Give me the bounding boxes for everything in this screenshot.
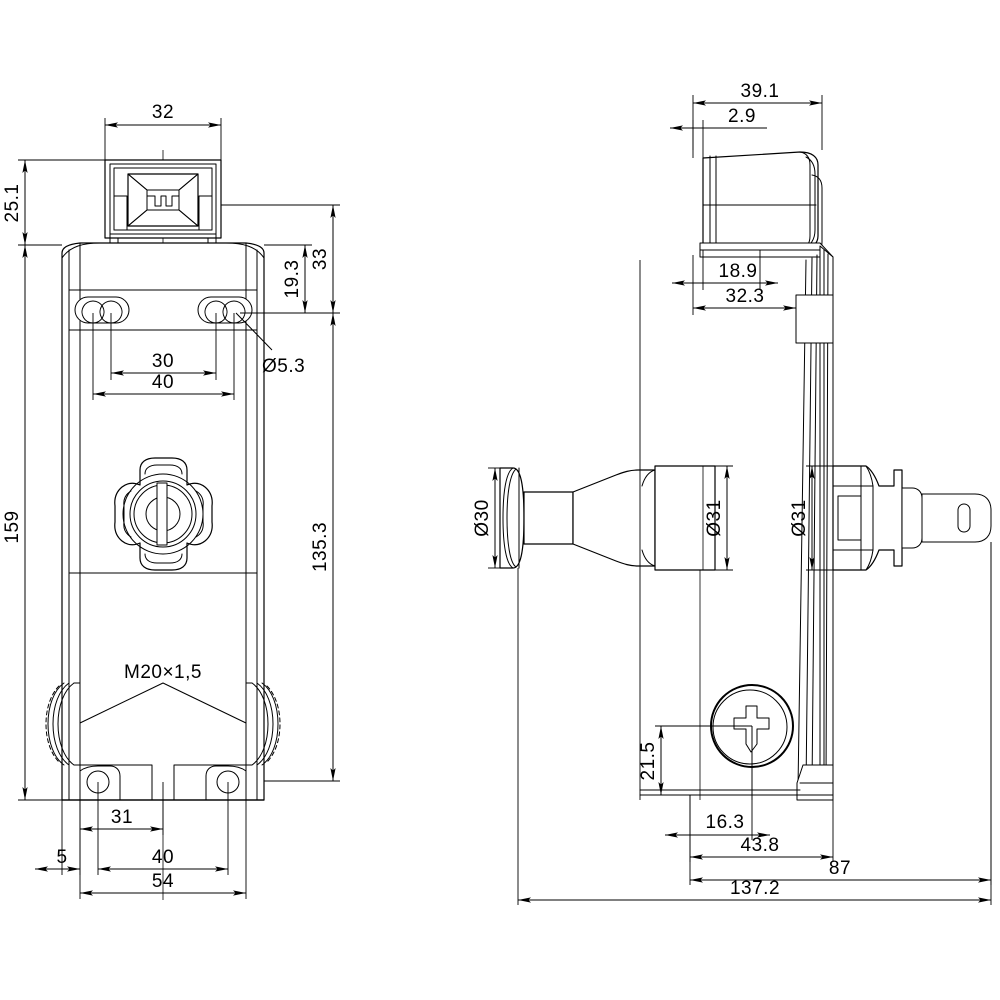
lock-barrel	[699, 151, 834, 258]
dim-dia-5-3: Ø5.3	[235, 312, 305, 377]
dim-32-label: 32	[152, 102, 174, 123]
dim-87-label: 87	[829, 858, 851, 879]
dim-33-label: 33	[310, 248, 331, 270]
dim-30: 30	[110, 313, 217, 380]
dim-31-label: 31	[111, 807, 133, 828]
dim-19-3-label: 19.3	[282, 260, 303, 299]
dim-18-9-label: 18.9	[719, 261, 758, 282]
key-assembly	[832, 465, 992, 571]
thread-label: M20×1,5	[124, 662, 202, 683]
dim-40-top: 40	[92, 313, 235, 400]
thread-section	[45, 682, 281, 766]
dim-137-2-label: 137.2	[730, 878, 780, 899]
dim-21-5: 21.5	[638, 725, 752, 796]
dim-dia-31-left-label: Ø31	[704, 499, 725, 536]
thread-ribs-left	[45, 682, 81, 766]
side-view: 39.1 2.9 18.9 32.3 Ø30	[472, 81, 992, 905]
mounting-slot-right	[197, 296, 253, 324]
dim-30-label: 30	[152, 351, 174, 372]
phillips-cross-icon	[733, 705, 770, 753]
dim-25-1-label: 25.1	[2, 184, 23, 223]
dim-137-2: 137.2	[517, 542, 992, 905]
dim-32-3: 32.3	[692, 255, 797, 315]
dim-40-top-label: 40	[152, 372, 174, 393]
dim-dia-31-left: Ø31	[704, 465, 733, 571]
dim-dia-30: Ø30	[472, 467, 500, 569]
upper-mounting-slots	[68, 289, 258, 331]
clover-knob[interactable]	[114, 457, 213, 571]
dim-159-label: 159	[2, 510, 23, 543]
dim-5-label: 5	[56, 847, 67, 868]
dim-2-9-label: 2.9	[728, 106, 756, 127]
dim-16-3-label: 16.3	[706, 812, 745, 833]
dim-135-3: 135.3	[240, 312, 340, 782]
dim-31: 31	[79, 782, 164, 835]
upper-bracket	[795, 294, 834, 344]
dim-dia-31-right-label: Ø31	[789, 499, 810, 536]
top-connector-block	[104, 159, 222, 246]
dim-40-bottom-label: 40	[152, 847, 174, 868]
dim-54: 54	[79, 800, 247, 899]
thread-ribs-right	[245, 682, 281, 766]
dim-32-3-label: 32.3	[726, 286, 765, 307]
handle-shaft	[499, 465, 716, 571]
dim-32: 32	[104, 102, 222, 160]
dim-135-3-label: 135.3	[310, 522, 331, 572]
dim-21-5-label: 21.5	[638, 742, 659, 781]
dim-39-1-label: 39.1	[741, 81, 780, 102]
dim-2-9: 2.9	[670, 106, 767, 158]
dim-dia-30-label: Ø30	[472, 499, 493, 536]
dim-54-label: 54	[152, 871, 174, 892]
dim-39-1: 39.1	[692, 81, 823, 150]
front-view: 32 25.1 159 33 19.3	[2, 102, 340, 900]
mounting-bar	[795, 245, 834, 801]
dim-43-8-label: 43.8	[741, 835, 780, 856]
dim-dia-31-right: Ø31	[789, 465, 833, 571]
dim-18-9: 18.9	[672, 250, 778, 290]
mounting-slot-left	[74, 296, 130, 324]
dim-159: 159	[2, 244, 62, 801]
dim-dia-5-3-label: Ø5.3	[262, 356, 305, 377]
dim-40-bottom: 40	[97, 782, 229, 875]
